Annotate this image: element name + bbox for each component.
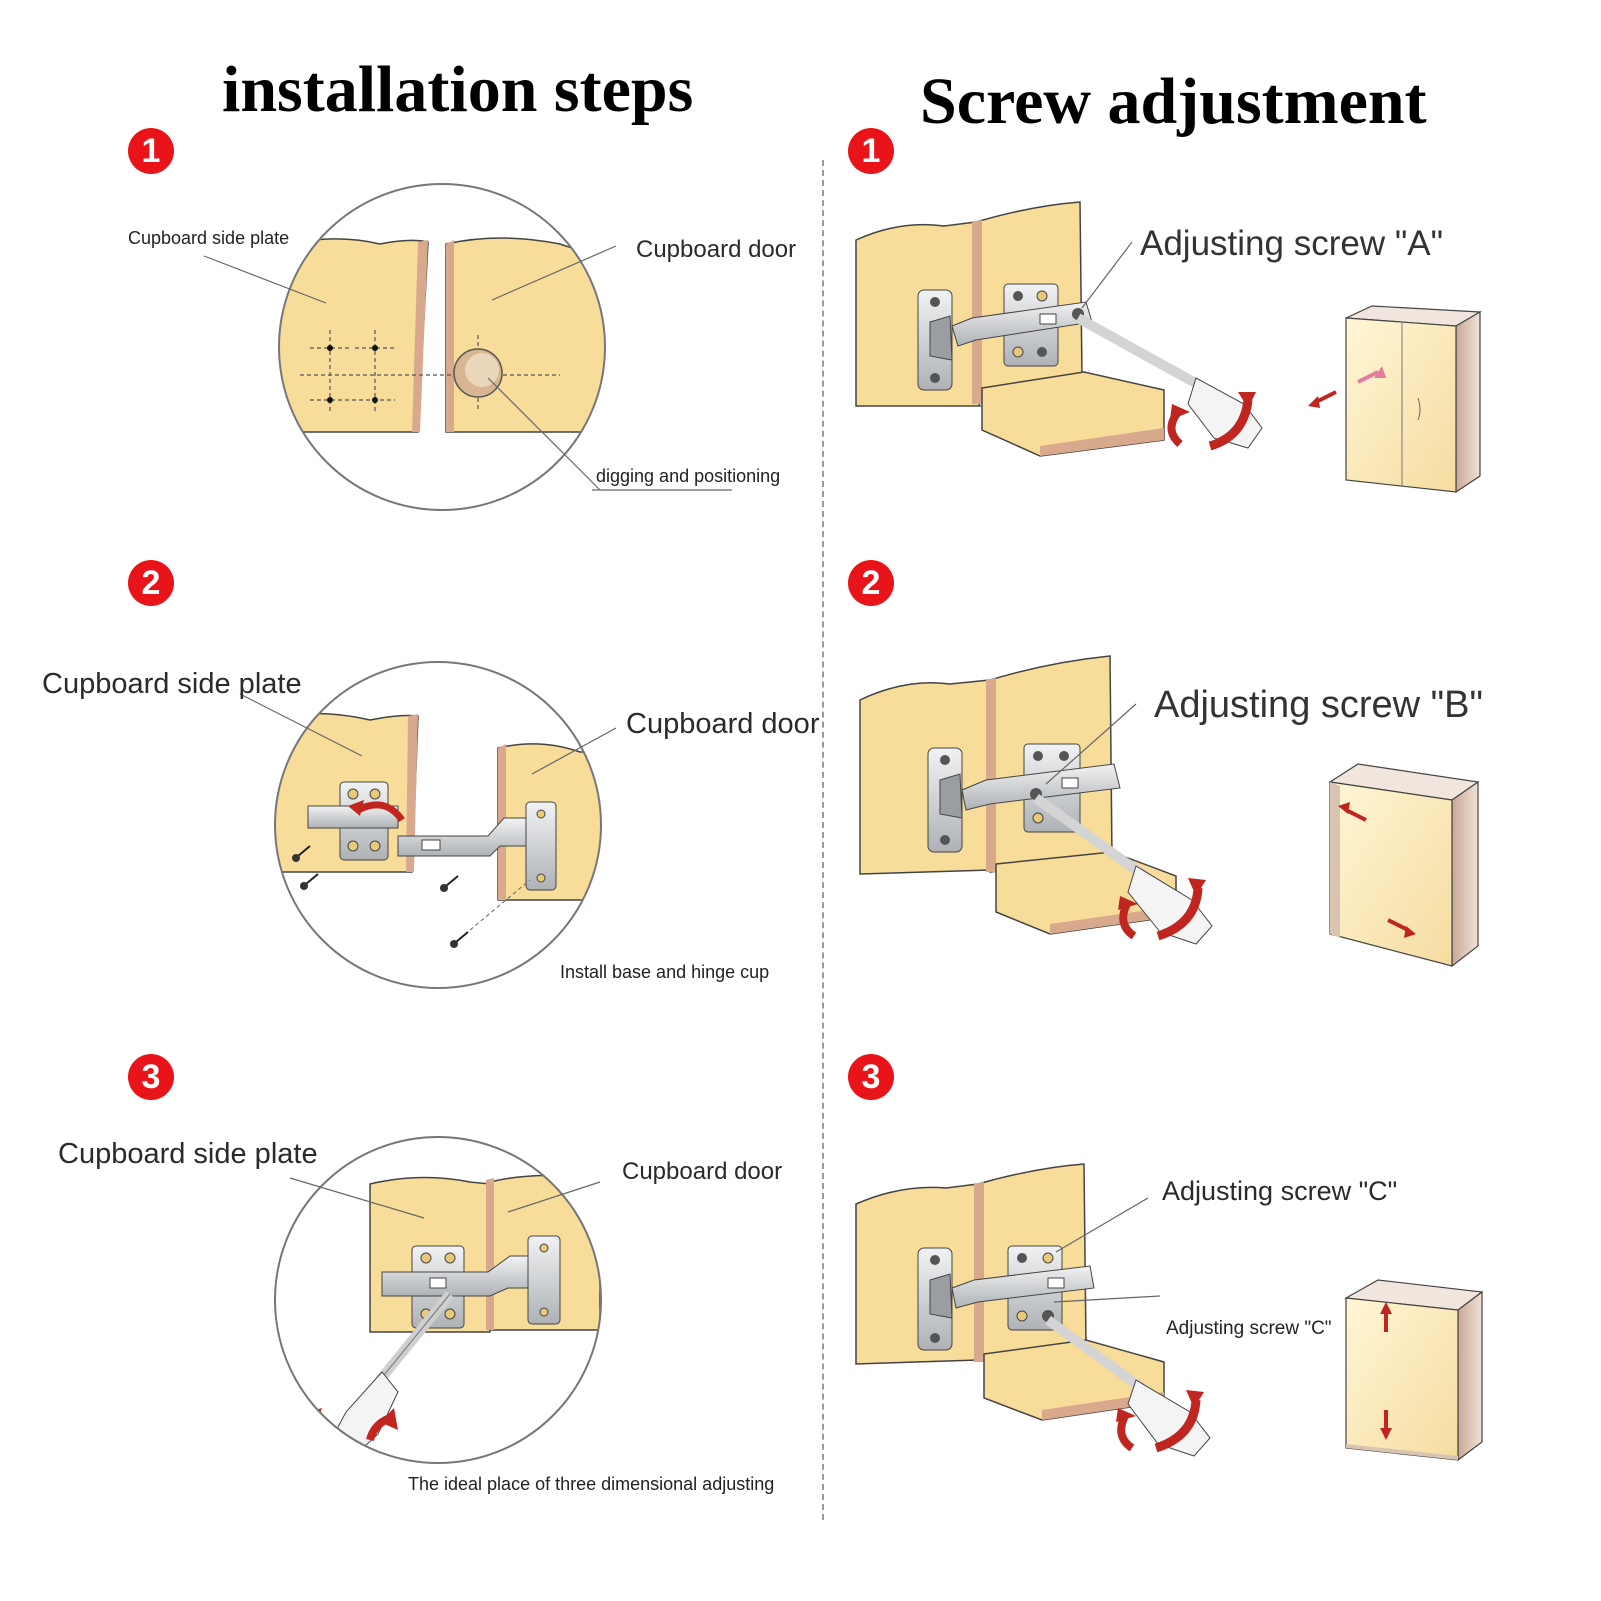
step2-caption: Install base and hinge cup bbox=[560, 962, 770, 982]
screw-c-label: Adjusting screw "C" bbox=[1162, 1176, 1398, 1206]
step-badge-left-3: 3 bbox=[128, 1054, 174, 1100]
step2-right-illustration bbox=[859, 655, 1480, 968]
screw-b-label: Adjusting screw "B" bbox=[1154, 684, 1483, 726]
screw-a-label: Adjusting screw "A" bbox=[1140, 224, 1444, 263]
step1-right-illustration bbox=[855, 201, 1483, 494]
step3-door-label: Cupboard door bbox=[622, 1158, 783, 1185]
left-title: installation steps bbox=[222, 53, 694, 126]
right-title: Screw adjustment bbox=[920, 65, 1427, 138]
step1-door-label: Cupboard door bbox=[636, 236, 797, 263]
column-divider bbox=[822, 160, 824, 1520]
step1-left-illustration bbox=[203, 183, 732, 511]
step2-side-plate-label: Cupboard side plate bbox=[42, 668, 302, 700]
step1-side-plate-label: Cupboard side plate bbox=[128, 228, 290, 248]
step-badge-left-1: 1 bbox=[128, 128, 174, 174]
step3-left-illustration bbox=[274, 1136, 602, 1464]
step3-caption: The ideal place of three dimensional adj… bbox=[408, 1474, 775, 1494]
screw-c-label-secondary: Adjusting screw "C" bbox=[1166, 1318, 1332, 1339]
step-badge-right-2: 2 bbox=[848, 560, 894, 606]
step3-side-plate-label: Cupboard side plate bbox=[58, 1138, 318, 1170]
step-badge-right-1: 1 bbox=[848, 128, 894, 174]
step-badge-right-3: 3 bbox=[848, 1054, 894, 1100]
step3-right-illustration bbox=[855, 1163, 1484, 1462]
step-badge-left-2: 2 bbox=[128, 560, 174, 606]
step2-door-label: Cupboard door bbox=[626, 708, 820, 740]
step2-left-illustration bbox=[239, 661, 617, 989]
step1-caption: digging and positioning bbox=[596, 466, 781, 486]
